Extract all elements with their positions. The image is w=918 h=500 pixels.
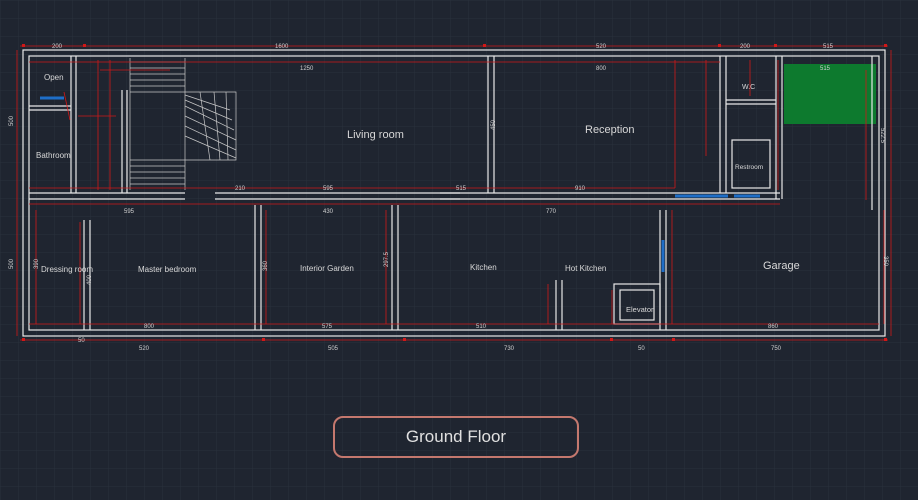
dim-low-575: 575 bbox=[322, 324, 333, 330]
dim-top-515: 515 bbox=[823, 44, 834, 50]
dim-mid-595: 595 bbox=[124, 209, 135, 215]
dim-right-upper: 522.5 bbox=[879, 128, 885, 144]
dim-right-lower: 350 bbox=[882, 256, 888, 267]
dim-top-200: 200 bbox=[740, 44, 751, 50]
dim-mid-430: 430 bbox=[323, 209, 334, 215]
room-label-living-room: Living room bbox=[347, 129, 404, 141]
dim-bottom-750: 750 bbox=[771, 346, 782, 352]
room-label-garage: Garage bbox=[763, 260, 800, 272]
room-label-kitchen: Kitchen bbox=[470, 263, 497, 272]
dim-low-360: 360 bbox=[263, 260, 269, 271]
dim-bottom-50b: 50 bbox=[638, 346, 645, 352]
dim-low-390: 390 bbox=[34, 258, 40, 269]
dim-garden-top: 515 bbox=[820, 66, 831, 72]
dim-top-200-left: 200 bbox=[52, 44, 63, 50]
room-label-restroom: Restroom bbox=[735, 164, 763, 171]
dim-reception-depth: 450 bbox=[491, 119, 497, 130]
dim-top-1600: 1600 bbox=[275, 44, 289, 50]
dimension-ticks bbox=[22, 44, 887, 341]
dim-left-upper: 500 bbox=[9, 115, 15, 126]
dim-low-510: 510 bbox=[476, 324, 487, 330]
staircase bbox=[129, 58, 237, 190]
dim-low-860: 860 bbox=[768, 324, 779, 330]
dim-mid-770: 770 bbox=[546, 209, 557, 215]
dim-bottom-730: 730 bbox=[504, 346, 515, 352]
room-label-elevator: Elevator bbox=[626, 305, 654, 314]
room-label-reception: Reception bbox=[585, 124, 635, 136]
dim-low-800: 800 bbox=[144, 324, 155, 330]
dim-mid-210: 210 bbox=[235, 186, 246, 192]
drawing-title: Ground Floor bbox=[405, 427, 507, 446]
dim-top-520: 520 bbox=[596, 44, 607, 50]
green-area bbox=[784, 64, 876, 124]
room-label-hot-kitchen: Hot Kitchen bbox=[565, 264, 606, 273]
dim-living-width: 1250 bbox=[300, 66, 314, 72]
room-label-master-bedroom: Master bedroom bbox=[138, 265, 197, 274]
dim-bottom-505: 505 bbox=[328, 346, 339, 352]
title-frame: Ground Floor bbox=[333, 416, 579, 458]
walls bbox=[22, 49, 886, 337]
doors bbox=[40, 96, 760, 272]
dim-bottom-50a: 50 bbox=[78, 338, 85, 344]
dim-mid-515: 515 bbox=[456, 186, 467, 192]
room-label-wc: W.C bbox=[742, 84, 755, 91]
room-label-interior-garden: Interior Garden bbox=[300, 264, 354, 273]
dim-left-lower: 500 bbox=[9, 258, 15, 269]
room-label-bathroom: Bathroom bbox=[36, 151, 71, 160]
dim-low-297: 297.5 bbox=[384, 251, 390, 267]
dim-reception-width: 800 bbox=[596, 66, 607, 72]
dimension-lines bbox=[16, 45, 892, 341]
room-label-dressing-room: Dressing room bbox=[41, 265, 93, 274]
room-label-open: Open bbox=[44, 73, 64, 82]
dim-low-400: 400 bbox=[87, 274, 93, 285]
dim-mid-595b: 595 bbox=[323, 186, 334, 192]
dim-mid-910: 910 bbox=[575, 186, 586, 192]
dim-bottom-520: 520 bbox=[139, 346, 150, 352]
